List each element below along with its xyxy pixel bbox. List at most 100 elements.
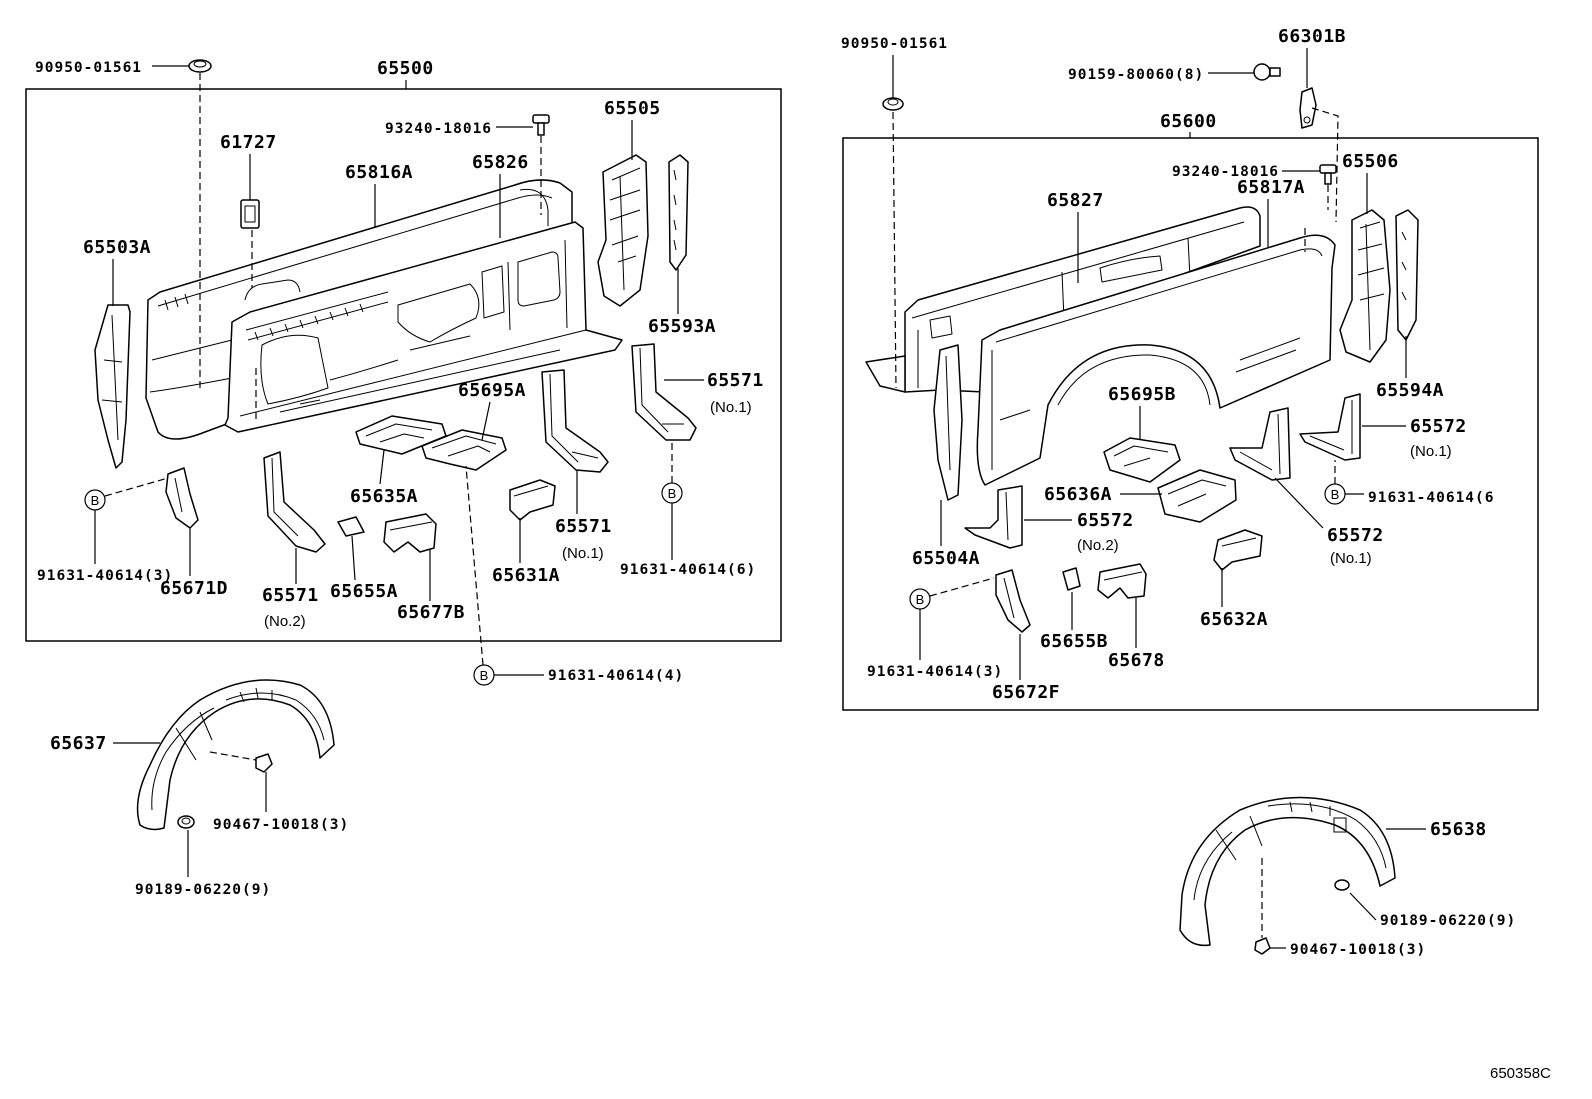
part-label: 65572 bbox=[1327, 525, 1384, 546]
right-liner-group: 65638 90189-06220(9) 90467-10018(3) bbox=[1179, 796, 1516, 958]
part-label: 65505 bbox=[604, 98, 661, 119]
svg-text:B: B bbox=[91, 493, 100, 508]
part-65695A-drawing bbox=[421, 429, 507, 471]
part-label: 65677B bbox=[397, 602, 465, 623]
part-label: 65655B bbox=[1040, 631, 1108, 652]
part-65572-no1-center-drawing bbox=[1229, 407, 1291, 481]
svg-text:B: B bbox=[480, 668, 489, 683]
part-65504A-drawing bbox=[933, 344, 963, 501]
assembly-label: 65600 bbox=[1160, 111, 1217, 132]
bolt-icon bbox=[1253, 63, 1281, 81]
part-label: 90189-06220(9) bbox=[135, 882, 271, 898]
svg-text:B: B bbox=[916, 592, 925, 607]
part-note: (No.2) bbox=[1077, 537, 1119, 554]
part-label: 91631-40614(4) bbox=[548, 668, 684, 684]
part-label: 66301B bbox=[1278, 26, 1346, 47]
part-label: 90950-01561 bbox=[35, 60, 142, 76]
part-65817A-drawing bbox=[976, 234, 1336, 486]
part-label: 65571 bbox=[555, 516, 612, 537]
part-label: 65572 bbox=[1077, 510, 1134, 531]
part-label: 65503A bbox=[83, 237, 151, 258]
part-label: 91631-40614(6) bbox=[620, 562, 756, 578]
part-65677B-drawing bbox=[383, 513, 437, 553]
bolt-marker: B bbox=[84, 489, 106, 511]
part-65505-drawing bbox=[597, 154, 649, 307]
part-label: 65827 bbox=[1047, 190, 1104, 211]
part-note: (No.2) bbox=[264, 613, 306, 630]
svg-text:B: B bbox=[668, 486, 677, 501]
part-label: 90159-80060(8) bbox=[1068, 67, 1204, 83]
part-65638-drawing bbox=[1179, 796, 1396, 947]
part-65671D-drawing bbox=[165, 467, 199, 529]
part-label: 65638 bbox=[1430, 819, 1487, 840]
part-65503A-drawing bbox=[94, 304, 131, 469]
part-label: 65506 bbox=[1342, 151, 1399, 172]
part-label: 90189-06220(9) bbox=[1380, 913, 1516, 929]
bolt-marker: B bbox=[909, 588, 931, 610]
part-label: 65817A bbox=[1237, 177, 1305, 198]
part-label: 93240-18016 bbox=[385, 121, 492, 137]
assembly-label: 65500 bbox=[377, 58, 434, 79]
bolt-marker: B bbox=[1324, 483, 1346, 505]
part-65636A-drawing bbox=[1157, 469, 1237, 523]
part-65635A-drawing bbox=[355, 415, 447, 455]
part-label: 65637 bbox=[50, 733, 107, 754]
part-65571-rear-drawing bbox=[631, 343, 697, 441]
part-65655A-drawing bbox=[337, 516, 365, 537]
figure-code: 650358C bbox=[1490, 1065, 1551, 1082]
part-label: 91631-40614(6 bbox=[1368, 490, 1495, 506]
part-label: 90950-01561 bbox=[841, 36, 948, 52]
bolt-marker: B bbox=[473, 664, 495, 686]
part-label: 90467-10018(3) bbox=[1290, 942, 1426, 958]
part-label: 65655A bbox=[330, 581, 398, 602]
part-label: 65635A bbox=[350, 486, 418, 507]
svg-text:B: B bbox=[1331, 487, 1340, 502]
part-label: 65671D bbox=[160, 578, 228, 599]
grommet-icon bbox=[882, 97, 904, 111]
part-label: 65504A bbox=[912, 548, 980, 569]
right-group: B B 65600 90950-01561 66301B 90159-80060… bbox=[841, 26, 1539, 711]
part-label: 65695B bbox=[1108, 384, 1176, 405]
part-label: 65826 bbox=[472, 152, 529, 173]
part-65572-no2-drawing bbox=[964, 485, 1023, 549]
part-note: (No.1) bbox=[562, 545, 604, 562]
part-65571-front-drawing bbox=[263, 451, 326, 553]
left-liner-group: 65637 90467-10018(3) 90189-06220(9) bbox=[50, 679, 348, 898]
part-65593A-drawing bbox=[668, 154, 689, 271]
part-note: (No.1) bbox=[1330, 550, 1372, 567]
part-label: 65816A bbox=[345, 162, 413, 183]
part-66301B-drawing bbox=[1299, 87, 1317, 129]
part-label: 65672F bbox=[992, 682, 1060, 703]
part-label: 65571 bbox=[707, 370, 764, 391]
part-65826-drawing bbox=[224, 221, 623, 433]
part-label: 65571 bbox=[262, 585, 319, 606]
part-label: 65636A bbox=[1044, 484, 1112, 505]
part-label: 65695A bbox=[458, 380, 526, 401]
part-label: 65631A bbox=[492, 565, 560, 586]
part-label: 65678 bbox=[1108, 650, 1165, 671]
part-65672F-drawing bbox=[995, 569, 1031, 633]
part-label: 91631-40614(3) bbox=[867, 664, 1003, 680]
clip-icon bbox=[177, 815, 195, 829]
clip-icon bbox=[1254, 937, 1271, 955]
part-label: 91631-40614(3) bbox=[37, 568, 173, 584]
part-65655B-drawing bbox=[1062, 567, 1081, 591]
part-label: 65632A bbox=[1200, 609, 1268, 630]
part-65571-center-drawing bbox=[541, 369, 609, 473]
part-label: 93240-18016 bbox=[1172, 164, 1279, 180]
part-61727-drawing bbox=[240, 199, 260, 229]
left-assembly-frame bbox=[25, 88, 782, 642]
part-label: 65593A bbox=[648, 316, 716, 337]
bolt-icon bbox=[532, 114, 550, 136]
part-65631A-drawing bbox=[509, 479, 556, 521]
bolt-marker: B bbox=[661, 482, 683, 504]
part-65637-drawing bbox=[136, 679, 335, 831]
left-group: B B B 65500 90950-01561 93240-18016 6550… bbox=[25, 58, 782, 686]
part-label: 65572 bbox=[1410, 416, 1467, 437]
part-65632A-drawing bbox=[1213, 529, 1263, 571]
part-label: 65594A bbox=[1376, 380, 1444, 401]
grommet-icon bbox=[188, 59, 212, 73]
part-note: (No.1) bbox=[1410, 443, 1452, 460]
part-65695B-drawing bbox=[1103, 437, 1181, 483]
